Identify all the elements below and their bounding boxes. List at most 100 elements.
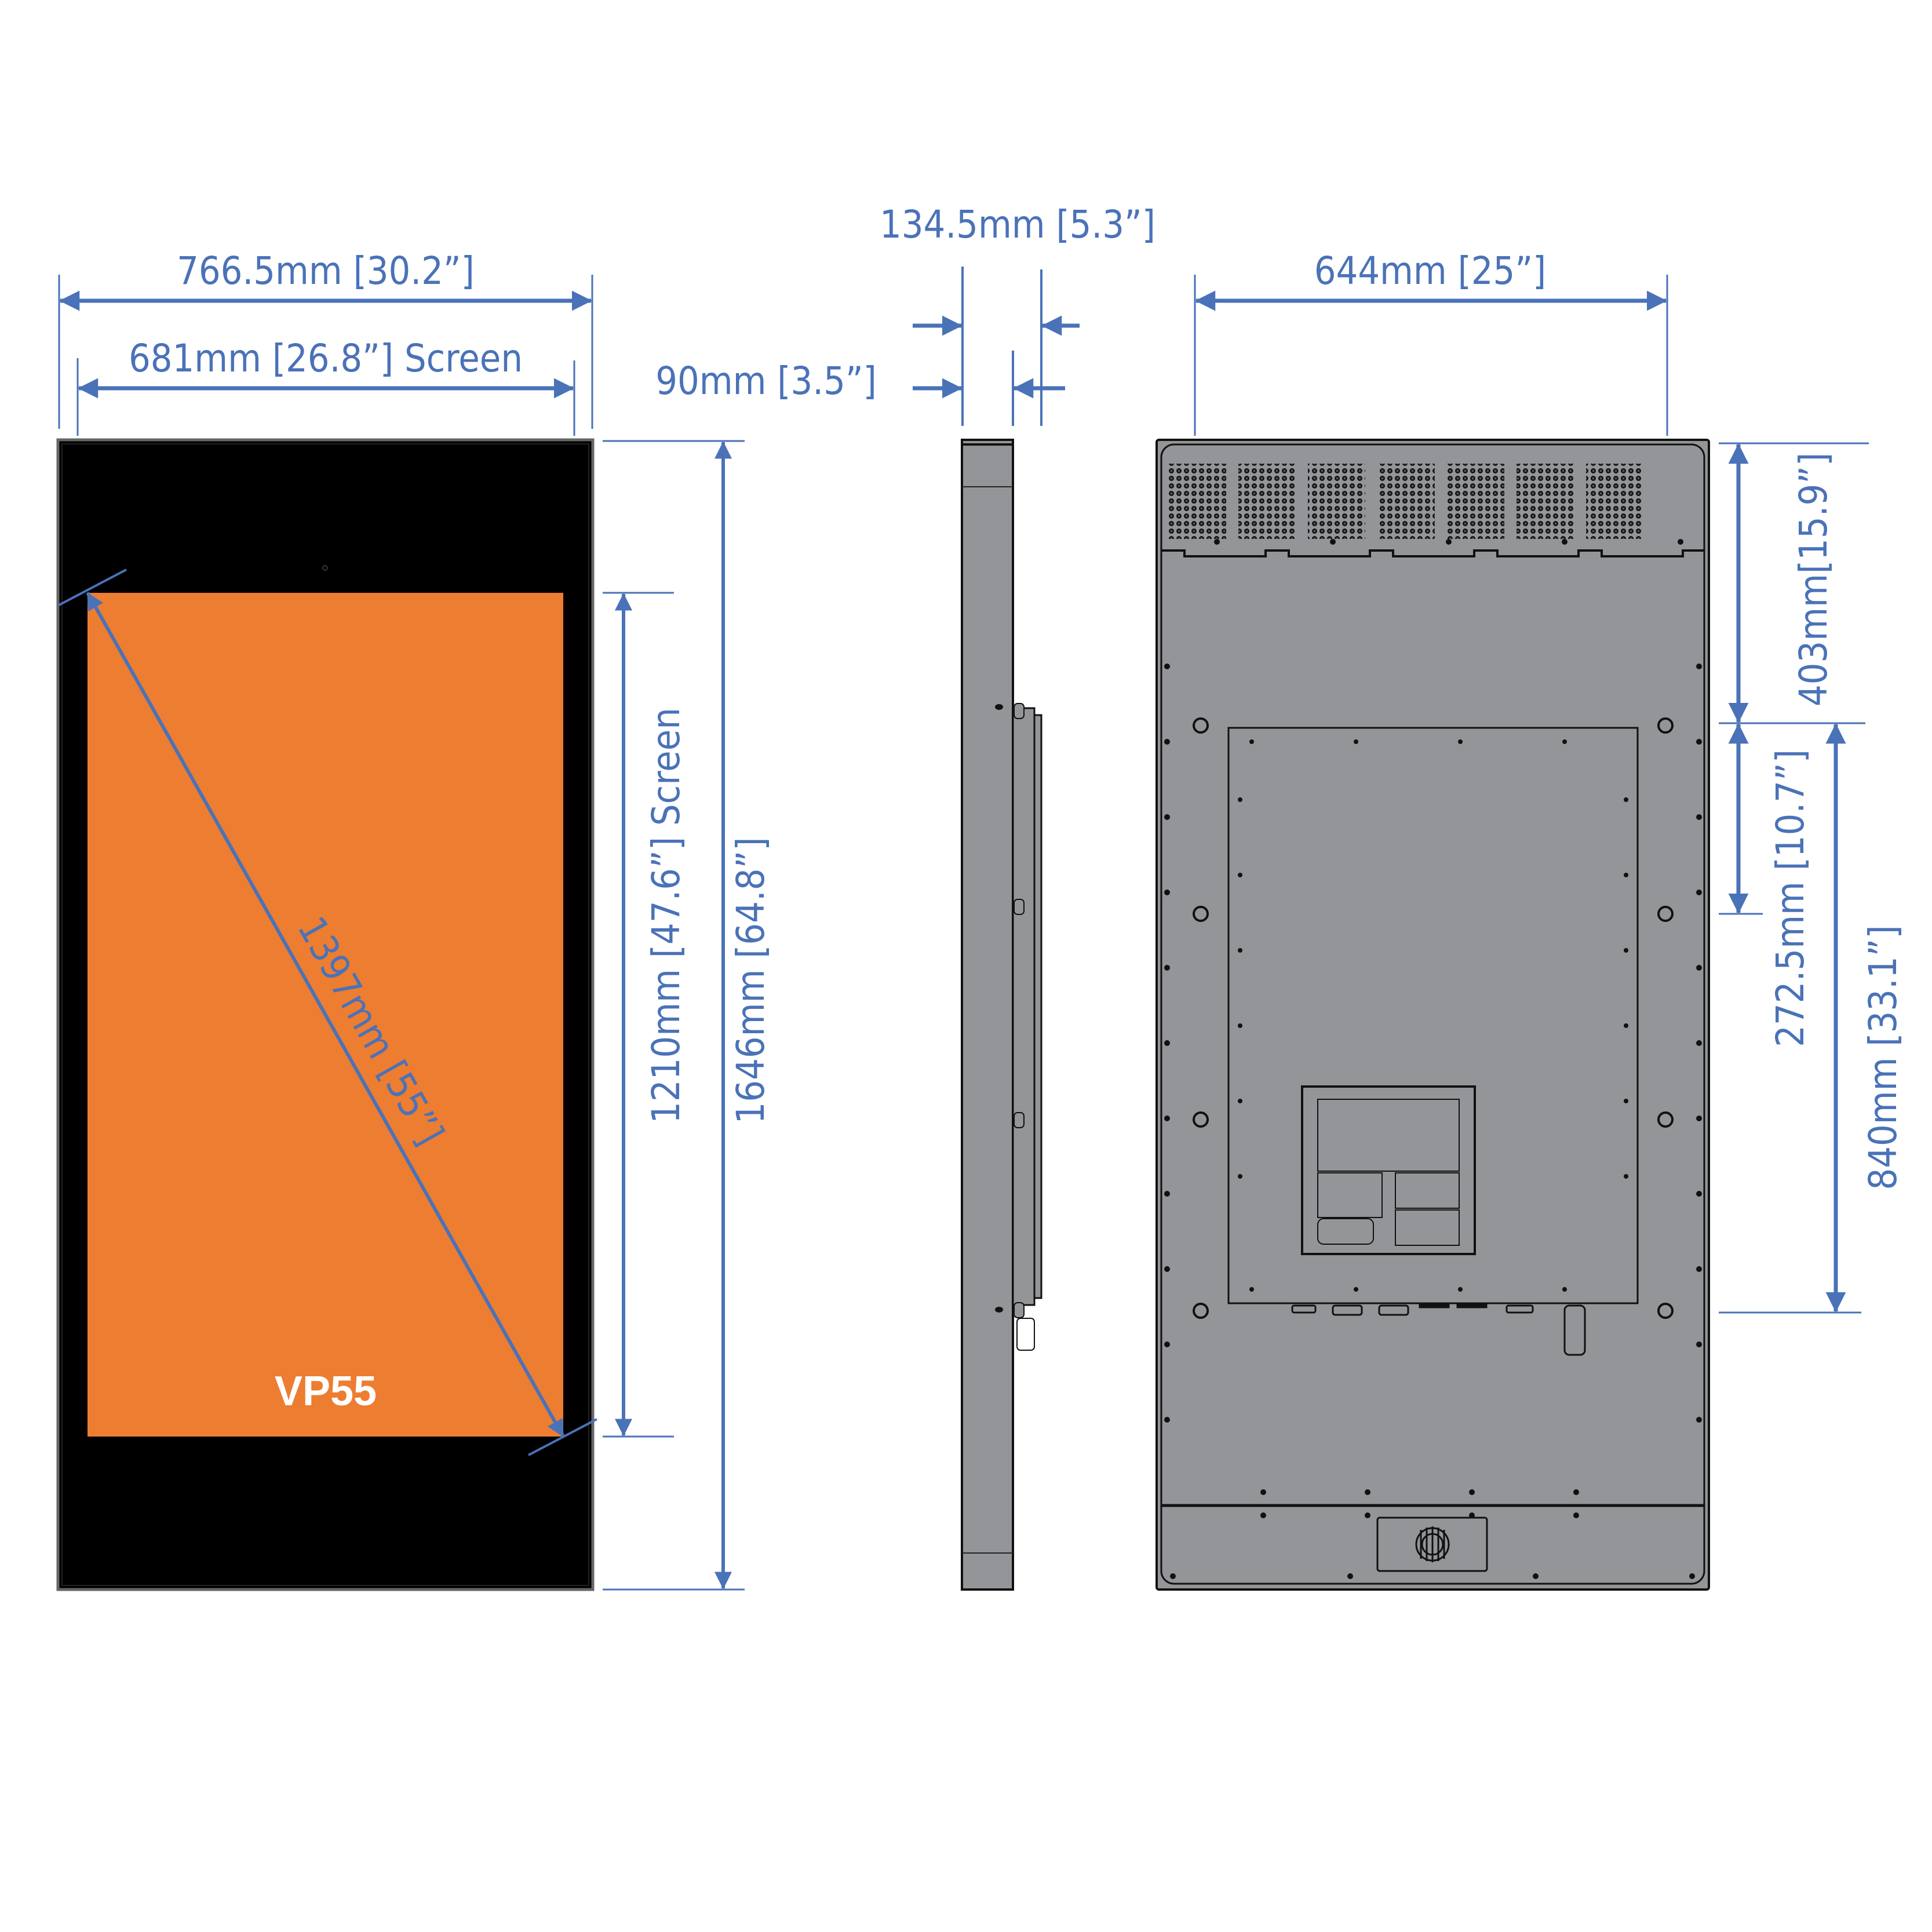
vent-group: [1169, 464, 1226, 539]
side-screw-top: [995, 704, 1003, 710]
vent-group: [1377, 464, 1435, 539]
vent-group: [1308, 464, 1365, 539]
vent-group: [1586, 464, 1643, 539]
screw: [1624, 797, 1628, 802]
side-connector: [1016, 1318, 1035, 1351]
screw: [1164, 814, 1170, 820]
diagonal-dimension-line: [86, 592, 565, 1438]
front-view: VP55 1397mm [55”] 766.5mm [30.2”] 681mm …: [56, 249, 773, 1591]
screw: [1696, 965, 1702, 971]
screw: [1260, 1512, 1266, 1518]
side-mount-bracket: [1012, 707, 1036, 1306]
screw: [1238, 873, 1242, 877]
screw: [1347, 1573, 1353, 1579]
bolt: [1193, 1111, 1209, 1128]
mount-to-bottom-label: 840mm [33.1”]: [1861, 925, 1905, 1190]
mount-plate: [1227, 727, 1639, 1304]
side-mount-plate: [1033, 714, 1042, 1299]
side-view: 134.5mm [5.3”] 90mm [3.5”]: [655, 202, 1155, 1591]
screw: [1164, 1417, 1170, 1423]
io-box: [1301, 1085, 1476, 1255]
screw: [1330, 539, 1336, 545]
screw: [1446, 539, 1452, 545]
screw: [1624, 1099, 1628, 1103]
diagonal-tick-top: [57, 568, 127, 607]
screw: [1238, 948, 1242, 953]
rear-chassis-inner: [1160, 443, 1705, 1585]
bolt: [1657, 1111, 1674, 1128]
bolt: [1193, 717, 1209, 734]
vent-group: [1517, 464, 1574, 539]
screw: [1696, 1266, 1702, 1272]
screw: [1696, 739, 1702, 745]
screw: [1249, 739, 1254, 744]
screw: [1696, 890, 1702, 895]
fan-icon: [1415, 1526, 1450, 1562]
mount-width-label: 644mm [25”]: [1314, 249, 1546, 293]
screw: [1164, 1266, 1170, 1272]
model-label: VP55: [275, 1368, 377, 1415]
rear-view: 644mm [25”] 403mm[15.9”] 272.5mm [10.7”]…: [1155, 249, 1905, 1591]
screw: [1696, 1040, 1702, 1046]
screw: [1696, 664, 1702, 669]
screw: [1238, 1174, 1242, 1179]
screw: [1624, 1023, 1628, 1028]
screw: [1624, 1174, 1628, 1179]
screw: [1164, 664, 1170, 669]
io-box-slot: [1317, 1218, 1374, 1245]
overall-width-label: 766.5mm [30.2”]: [177, 249, 475, 293]
screen-width-label: 681mm [26.8”] Screen: [129, 336, 523, 381]
mount-spacing-label: 272.5mm [10.7”]: [1768, 749, 1813, 1047]
screw: [1164, 739, 1170, 745]
io-box-left-panel: [1317, 1172, 1383, 1218]
overall-height-label: 1646mm [64.8”]: [728, 837, 773, 1124]
screw: [1164, 890, 1170, 895]
vent-panel: [1161, 464, 1704, 557]
camera-dot: [322, 565, 328, 571]
screen-height-label: 1210mm [47.6”] Screen: [644, 708, 688, 1124]
screw: [1458, 739, 1463, 744]
screw: [1469, 1489, 1475, 1495]
screw: [1238, 797, 1242, 802]
vent-panel-edge: [1161, 549, 1704, 557]
screw: [1354, 1287, 1358, 1292]
side-mount-knob-1: [1014, 703, 1025, 719]
screw: [1533, 1573, 1539, 1579]
io-box-right-panel-top: [1395, 1172, 1460, 1209]
mount-bolts: [1193, 717, 1674, 1319]
io-box-top-panel: [1317, 1099, 1460, 1172]
side-mount-knob-4: [1014, 1302, 1025, 1318]
body-depth-label: 90mm [3.5”]: [655, 359, 877, 403]
side-mount-knob-2: [1014, 899, 1025, 915]
screw: [1469, 1512, 1475, 1518]
io-box-right-panel-bottom: [1395, 1209, 1460, 1246]
screw: [1562, 1287, 1567, 1292]
fan-cover: [1376, 1517, 1488, 1572]
screw: [1164, 1191, 1170, 1197]
overall-depth-label: 134.5mm [5.3”]: [880, 202, 1155, 247]
screw: [1696, 814, 1702, 820]
screw: [1365, 1512, 1370, 1518]
screw: [1562, 539, 1568, 545]
side-body: [961, 439, 1014, 1591]
bolt: [1657, 1303, 1674, 1319]
side-mount-knob-3: [1014, 1112, 1025, 1128]
screw: [1678, 539, 1683, 545]
screw: [1164, 1116, 1170, 1121]
screw: [1238, 1099, 1242, 1103]
screw: [1214, 539, 1220, 545]
screw: [1260, 1489, 1266, 1495]
vent-group: [1238, 464, 1296, 539]
screw: [1365, 1489, 1370, 1495]
screw: [1696, 1342, 1702, 1347]
screw: [1238, 1023, 1242, 1028]
screw: [1573, 1489, 1579, 1495]
screw: [1354, 739, 1358, 744]
bolt: [1193, 906, 1209, 922]
bolt: [1657, 717, 1674, 734]
screw: [1696, 1116, 1702, 1121]
bolt: [1193, 1303, 1209, 1319]
screw: [1696, 1191, 1702, 1197]
side-screw-bottom: [995, 1307, 1003, 1313]
bottom-connectors: [1291, 1303, 1586, 1356]
